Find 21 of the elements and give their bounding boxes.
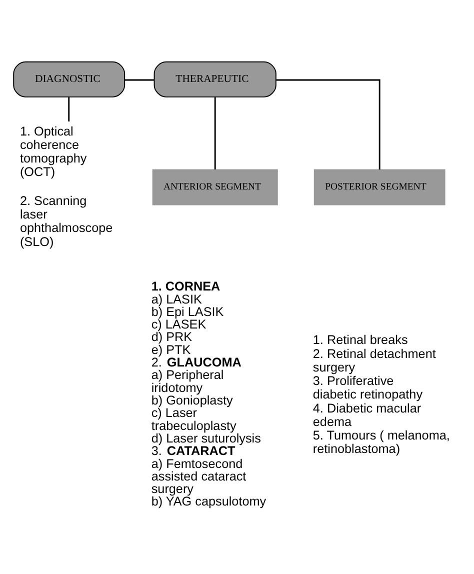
node-text: 1. Optical coherence tomography (OCT) 2. Scanning laser ophthalmoscope (SLO) [20, 124, 113, 248]
connector [124, 78, 154, 80]
node-label: e) PTK [151, 342, 191, 356]
node-label: 5. Tumours ( melanoma, retinoblastoma) [312, 428, 450, 456]
connector [214, 96, 216, 169]
node-label: 4. Diabetic macular edema [312, 400, 422, 428]
node-box: ANTERIOR SEGMENT [152, 168, 278, 205]
node-box: THERAPEUTIC [154, 60, 276, 97]
node-label: c) LASEK [151, 317, 206, 332]
node-box: DIAGNOSTIC [13, 60, 126, 97]
node-label: 3. CATARACT [151, 444, 236, 458]
node-label: 1. Retinal breaks [312, 332, 408, 347]
node-box: POSTERIOR SEGMENT [314, 168, 446, 205]
node-label: 3. Proliferative diabetic retinopathy [312, 374, 423, 402]
node-label: a) LASIK [151, 292, 202, 306]
connector [276, 78, 380, 170]
connector [68, 96, 70, 121]
node-label: 2. Retinal detachment surgery [312, 346, 436, 374]
node-label: d) PRK [151, 330, 192, 344]
node-label: 2. GLAUCOMA [151, 355, 242, 370]
node-label: 1. CORNEA [151, 279, 220, 294]
